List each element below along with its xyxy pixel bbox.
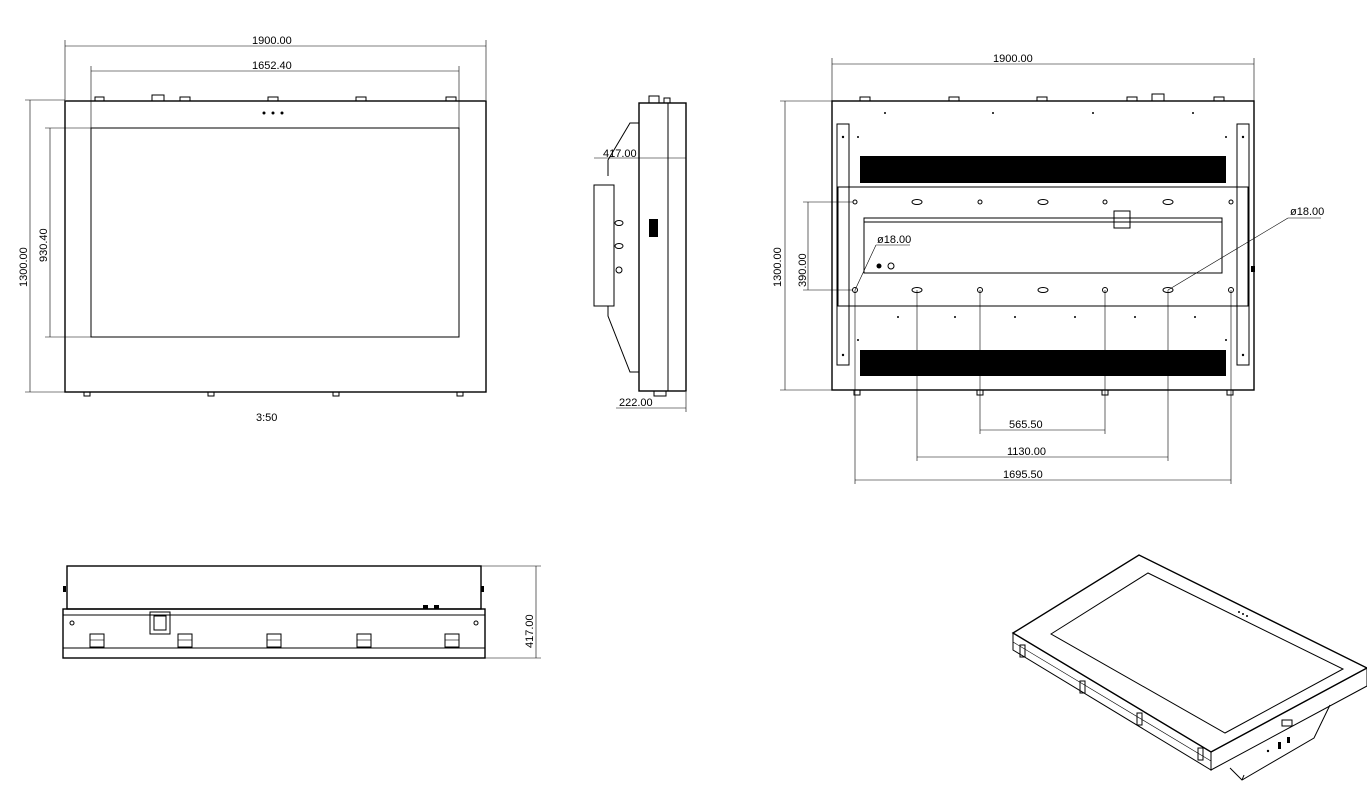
front-inner-width-label: 1652.40 bbox=[252, 60, 292, 72]
front-height-label: 1300.00 bbox=[18, 247, 30, 287]
back-width-label: 1900.00 bbox=[993, 53, 1033, 65]
scale-label: 3:50 bbox=[256, 412, 277, 424]
side-base-label: 222.00 bbox=[619, 397, 653, 409]
back-hole-565-label: 565.50 bbox=[1009, 419, 1043, 431]
back-hole-1695-label: 1695.50 bbox=[1003, 469, 1043, 481]
back-view: 1900.00 1300.00 bbox=[772, 53, 1324, 484]
back-height-label: 1300.00 bbox=[772, 247, 784, 287]
hole-dia-left-label: ø18.00 bbox=[877, 234, 911, 246]
bottom-depth-label: 417.00 bbox=[524, 614, 536, 648]
front-inner-height-label: 930.40 bbox=[38, 228, 50, 262]
bottom-view: 417.00 bbox=[62, 565, 541, 659]
front-width-label: 1900.00 bbox=[252, 35, 292, 47]
back-hole-1130-label: 1130.00 bbox=[1007, 446, 1046, 458]
hole-dia-right-label: ø18.00 bbox=[1290, 206, 1324, 218]
back-hole-spacing-label: 390.00 bbox=[797, 253, 809, 287]
side-depth-label: 417.00 bbox=[603, 148, 637, 160]
side-view: 417.00 222.00 bbox=[593, 95, 687, 412]
isometric-view bbox=[1011, 554, 1367, 781]
front-view: 1900.00 1652.40 1300.00 930.40 bbox=[18, 35, 487, 424]
